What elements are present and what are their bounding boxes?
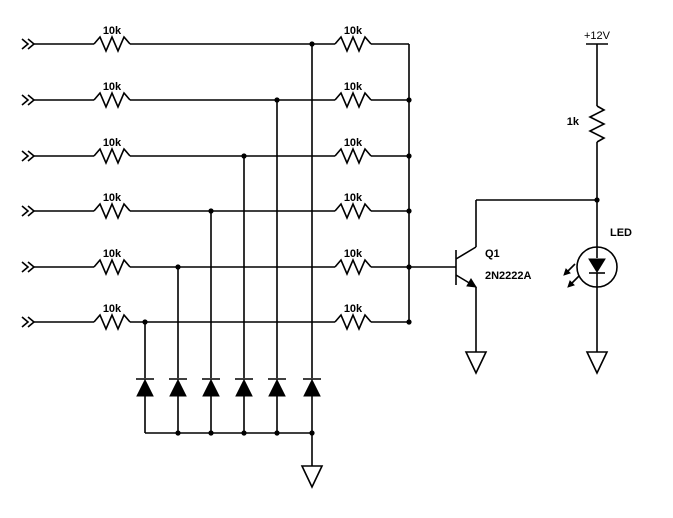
input-resistor-label: 10k xyxy=(103,303,122,315)
input-connector-icon xyxy=(21,261,36,273)
pullup-resistor-label: 10k xyxy=(344,25,363,37)
collector-resistor: 1k xyxy=(567,105,606,200)
input-resistor-label: 10k xyxy=(103,248,122,260)
input-resistor-label: 10k xyxy=(103,25,122,37)
pullup-resistor-label: 10k xyxy=(344,137,363,149)
pullup-resistor: 10k xyxy=(334,137,372,166)
input-connector-icon xyxy=(21,205,36,217)
diode xyxy=(136,378,154,433)
input-resistor: 10k xyxy=(93,137,131,166)
input-resistor-label: 10k xyxy=(103,81,122,93)
supply-rail: +12V xyxy=(584,30,611,106)
input-row: 10k 10k xyxy=(21,192,412,378)
diode-bank xyxy=(136,378,321,436)
diode xyxy=(268,378,286,436)
input-rows: 10k 10k 10k 10k 10k 10k 10k 10k 10k 10k 10k 10k xyxy=(21,25,412,378)
transistor-part-label: 2N2222A xyxy=(485,270,532,282)
pullup-resistor: 10k xyxy=(334,192,372,221)
input-resistor-label: 10k xyxy=(103,192,122,204)
tap-junction xyxy=(274,97,280,103)
tap-junction xyxy=(175,264,181,270)
input-connector-icon xyxy=(21,38,36,50)
tap-junction xyxy=(142,319,148,325)
tap-junction xyxy=(309,41,315,47)
input-row: 10k 10k xyxy=(21,248,412,378)
pullup-resistor-label: 10k xyxy=(344,81,363,93)
transistor-q1: Q1 2N2222A xyxy=(455,200,532,352)
tap-junction xyxy=(241,153,247,159)
tap-junction xyxy=(208,208,214,214)
pullup-resistor: 10k xyxy=(334,303,372,332)
input-resistor: 10k xyxy=(93,25,131,54)
led: LED xyxy=(563,200,632,352)
diode xyxy=(303,378,321,436)
input-connector-icon xyxy=(21,316,36,328)
diode xyxy=(169,378,187,436)
diode xyxy=(235,378,253,436)
pullup-resistor: 10k xyxy=(334,248,372,277)
input-row: 10k 10k xyxy=(21,81,412,378)
input-connector-icon xyxy=(21,94,36,106)
supply-label: +12V xyxy=(584,30,611,42)
input-row: 10k 10k xyxy=(21,137,412,378)
transistor-ref-label: Q1 xyxy=(485,248,500,260)
input-resistor: 10k xyxy=(93,192,131,221)
input-resistor: 10k xyxy=(93,81,131,110)
pullup-resistor-label: 10k xyxy=(344,303,363,315)
led-label: LED xyxy=(610,227,632,239)
pullup-resistor-label: 10k xyxy=(344,248,363,260)
pullup-resistor: 10k xyxy=(334,25,372,54)
ground-led xyxy=(585,351,609,375)
pullup-resistor-label: 10k xyxy=(344,192,363,204)
ground-transistor xyxy=(464,351,488,375)
diode xyxy=(202,378,220,436)
collector-resistor-label: 1k xyxy=(567,116,580,128)
input-connector-icon xyxy=(21,150,36,162)
input-row: 10k 10k xyxy=(21,303,412,378)
pullup-resistor: 10k xyxy=(334,81,372,110)
input-resistor: 10k xyxy=(93,303,131,332)
input-resistor: 10k xyxy=(93,248,131,277)
input-resistor-label: 10k xyxy=(103,137,122,149)
ground-diodes xyxy=(300,433,324,489)
